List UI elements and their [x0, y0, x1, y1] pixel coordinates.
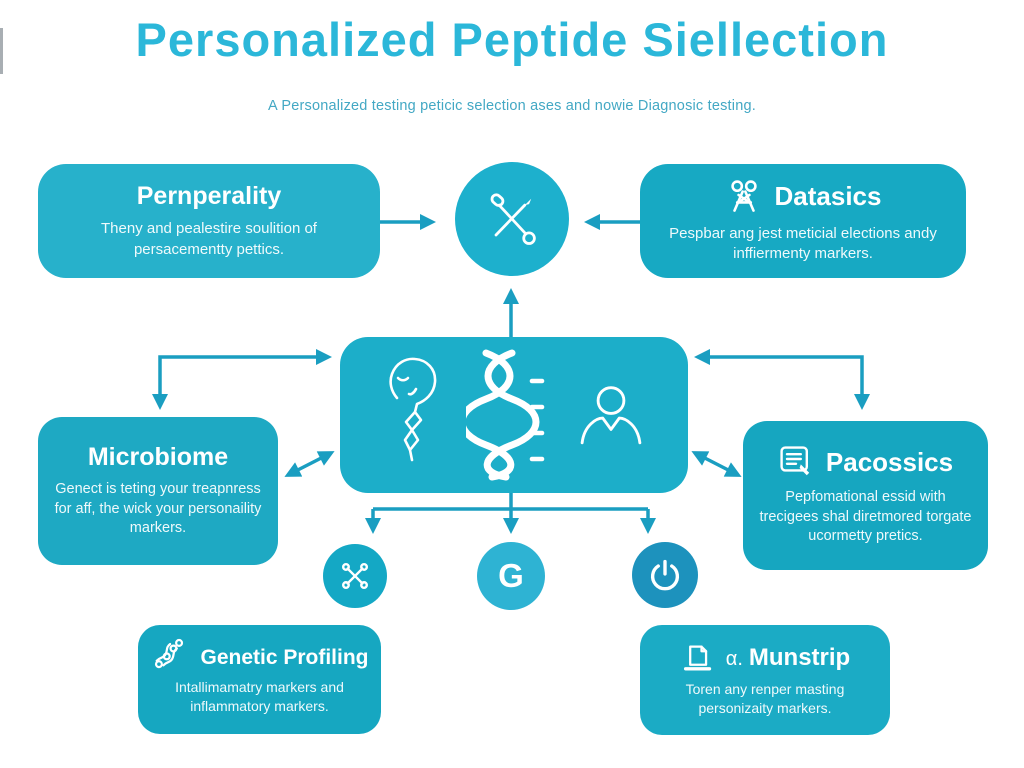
node-microbiome-title: Microbiome	[87, 443, 229, 472]
edge-artifact-bar	[0, 28, 3, 74]
dna-helix-icon	[466, 349, 545, 481]
node-genetic-profiling-body: Intallimamatry markers and inflammatory …	[175, 678, 344, 714]
node-genetic-profiling-title: Genetic Profiling	[200, 645, 369, 669]
lab-antenna-icon	[730, 179, 757, 212]
node-pernperality-body: Theny and pealestire soulition of persac…	[101, 220, 317, 258]
power-icon	[650, 559, 680, 591]
person-icon	[580, 386, 642, 445]
node-pacossics-title: Pacossics	[825, 446, 954, 477]
node-datasics: Datasics Pespbar ang jest meticial elect…	[640, 164, 966, 278]
node-munstrip-title: α. Munstrip	[726, 644, 850, 672]
g-letter-icon: G	[498, 557, 524, 594]
node-microbiome-body: Genect is teting your treapnress for aff…	[54, 481, 262, 537]
hub-circle-top	[455, 162, 569, 276]
arrow-diagonal-right	[691, 451, 742, 477]
node-munstrip: α. Munstrip Toren any renper masting per…	[640, 625, 890, 735]
circle-g: G	[477, 542, 545, 610]
laptop-page-icon	[683, 645, 711, 671]
node-microbiome: Microbiome Genect is teting your treapnr…	[38, 417, 278, 565]
node-genetic-profiling: Genetic Profiling Intallimamatry markers…	[138, 625, 381, 734]
node-munstrip-title-text: Munstrip	[748, 644, 851, 672]
dna-strand-icon	[155, 638, 184, 668]
node-pacossics: Pacossics Pepfomational essid with treci…	[743, 421, 988, 570]
crossed-swabs-icon	[490, 193, 536, 245]
document-pen-icon	[780, 446, 810, 476]
node-datasics-title: Datasics	[774, 181, 882, 212]
circle-crossed-scissors	[323, 544, 387, 608]
circle-power	[632, 542, 698, 608]
node-pacossics-body: Pepfomational essid with trecigees shal …	[759, 489, 972, 545]
page-title: Personalized Peptide Siellection	[135, 13, 889, 66]
arrow-elbow-right	[693, 348, 871, 411]
head-profile-icon	[389, 357, 437, 462]
arrow-diagonal-left	[284, 451, 335, 477]
node-datasics-body: Pespbar ang jest meticial elections andy…	[669, 224, 937, 262]
node-munstrip-body: Toren any renper masting personizaity ma…	[685, 681, 845, 716]
crossed-scissors-icon	[341, 562, 369, 590]
node-center-hub	[340, 337, 688, 493]
page-subtitle: A Personalized testing peticic selection…	[268, 98, 756, 114]
node-munstrip-title-prefix: α.	[725, 648, 743, 671]
node-pernperality-title: Pernperality	[136, 182, 282, 211]
arrow-elbow-left	[151, 348, 333, 411]
node-pernperality: Pernperality Theny and pealestire soulit…	[38, 164, 380, 278]
